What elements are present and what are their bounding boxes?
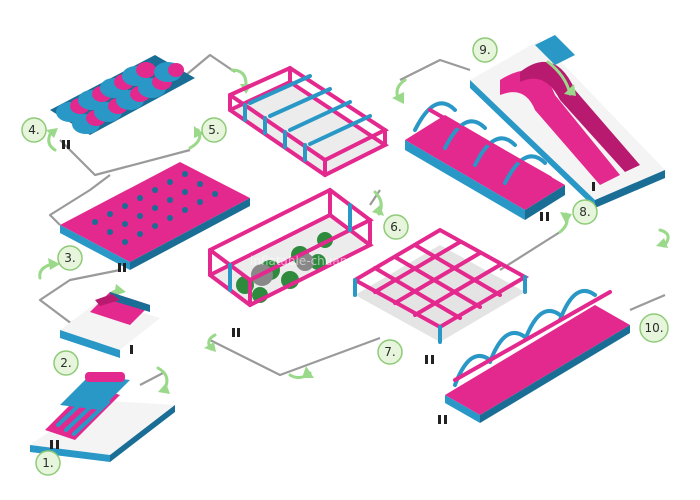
svg-text:7.: 7.: [384, 345, 395, 359]
svg-text:10.: 10.: [644, 321, 663, 335]
svg-text:8.: 8.: [579, 205, 590, 219]
svg-text:3.: 3.: [64, 251, 75, 265]
station-5-frame-tunnel: [230, 68, 385, 175]
station-4-rollers: [50, 55, 195, 149]
step-label-4: 4.: [22, 118, 46, 142]
step-label-6: 6.: [384, 215, 408, 239]
svg-text:9.: 9.: [479, 43, 490, 57]
svg-text:2.: 2.: [60, 356, 71, 370]
station-1-slide: [30, 372, 175, 462]
svg-text:1.: 1.: [42, 456, 53, 470]
step-label-9: 9.: [473, 38, 497, 62]
step-label-7: 7.: [378, 340, 402, 364]
step-label-2: 2.: [54, 351, 78, 375]
svg-text:4.: 4.: [28, 123, 39, 137]
step-label-5: 5.: [202, 118, 226, 142]
station-3-bounce-mat: [60, 162, 250, 272]
svg-text:5.: 5.: [208, 123, 219, 137]
svg-text:6.: 6.: [390, 220, 401, 234]
station-2-climbing-wall: [60, 292, 160, 358]
step-label-10: 10.: [640, 314, 668, 342]
step-label-8: 8.: [573, 200, 597, 224]
step-label-1: 1.: [36, 451, 60, 475]
watermark-text: inflatable-chuanmin: [250, 254, 370, 268]
step-label-3: 3.: [58, 246, 82, 270]
